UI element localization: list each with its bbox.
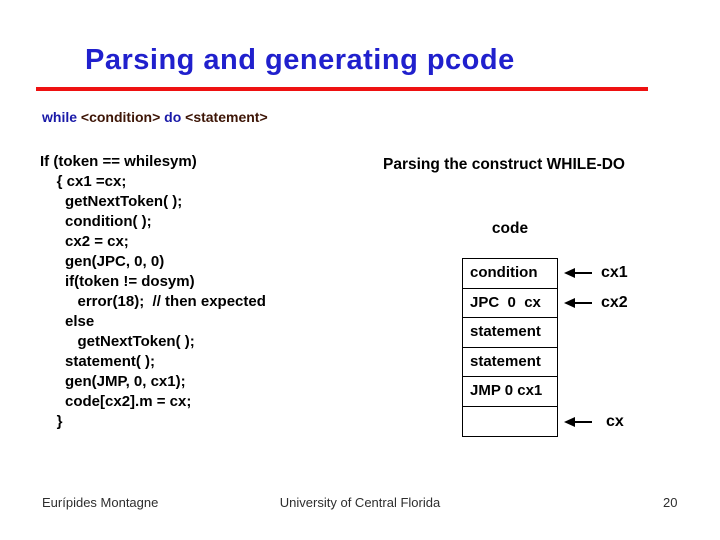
- code-line: if(token != dosym): [40, 273, 195, 290]
- grammar-keyword-while: while: [42, 109, 81, 125]
- code-line: If (token == whilesym): [40, 153, 197, 170]
- table-row-condition: condition: [462, 258, 558, 289]
- pointer-label-cx1: cx1: [601, 264, 628, 281]
- code-line: gen(JMP, 0, cx1);: [40, 373, 186, 390]
- code-line: }: [40, 413, 63, 430]
- table-row-statement-1: statement: [462, 317, 558, 348]
- code-array-label: code: [491, 220, 529, 237]
- code-line: getNextToken( );: [40, 193, 183, 210]
- arrow-line: [575, 420, 592, 424]
- table-row-statement-2: statement: [462, 346, 558, 378]
- code-line: else: [40, 313, 95, 330]
- code-line: getNextToken( );: [40, 333, 195, 350]
- code-line: error(18); // then expected: [40, 293, 266, 310]
- pointer-cx1: cx1: [564, 264, 628, 282]
- footer-institution: University of Central Florida: [279, 495, 441, 510]
- code-line: cx2 = cx;: [40, 233, 129, 250]
- pointer-cx: cx: [564, 413, 624, 431]
- left-arrow-icon: [564, 298, 575, 308]
- pcode-memory-table: condition JPC 0 cx statement statement J…: [462, 258, 558, 437]
- code-line: statement( );: [40, 353, 156, 370]
- code-block: If (token == whilesym) { cx1 =cx; getNex…: [40, 152, 266, 432]
- arrow-line: [575, 271, 592, 275]
- code-line: code[cx2].m = cx;: [40, 393, 192, 410]
- table-row-jmp: JMP 0 cx1: [462, 376, 558, 407]
- grammar-nonterminal-condition: <condition>: [80, 109, 165, 125]
- footer-page-number: 20: [663, 495, 678, 510]
- grammar-line: while <condition> do <statement>: [42, 109, 268, 125]
- pointer-cx2: cx2: [564, 294, 628, 312]
- left-arrow-icon: [564, 417, 575, 427]
- footer-author: Eurípides Montagne: [42, 495, 159, 510]
- table-row-empty: [462, 405, 558, 437]
- code-line: gen(JPC, 0, 0): [40, 253, 165, 270]
- grammar-keyword-do: do: [164, 109, 186, 125]
- construct-heading: Parsing the construct WHILE-DO: [383, 156, 625, 173]
- left-arrow-icon: [564, 268, 575, 278]
- code-line: { cx1 =cx;: [40, 173, 127, 190]
- page-title: Parsing and generating pcode: [85, 44, 515, 76]
- arrow-line: [575, 301, 592, 305]
- grammar-nonterminal-statement: <statement>: [185, 109, 268, 125]
- title-underline-rule: [36, 87, 648, 91]
- pointer-label-cx: cx: [606, 413, 624, 430]
- code-line: condition( );: [40, 213, 152, 230]
- table-row-jpc: JPC 0 cx: [462, 287, 558, 319]
- pointer-label-cx2: cx2: [601, 294, 628, 311]
- slide-footer: Eurípides Montagne University of Central…: [0, 495, 720, 515]
